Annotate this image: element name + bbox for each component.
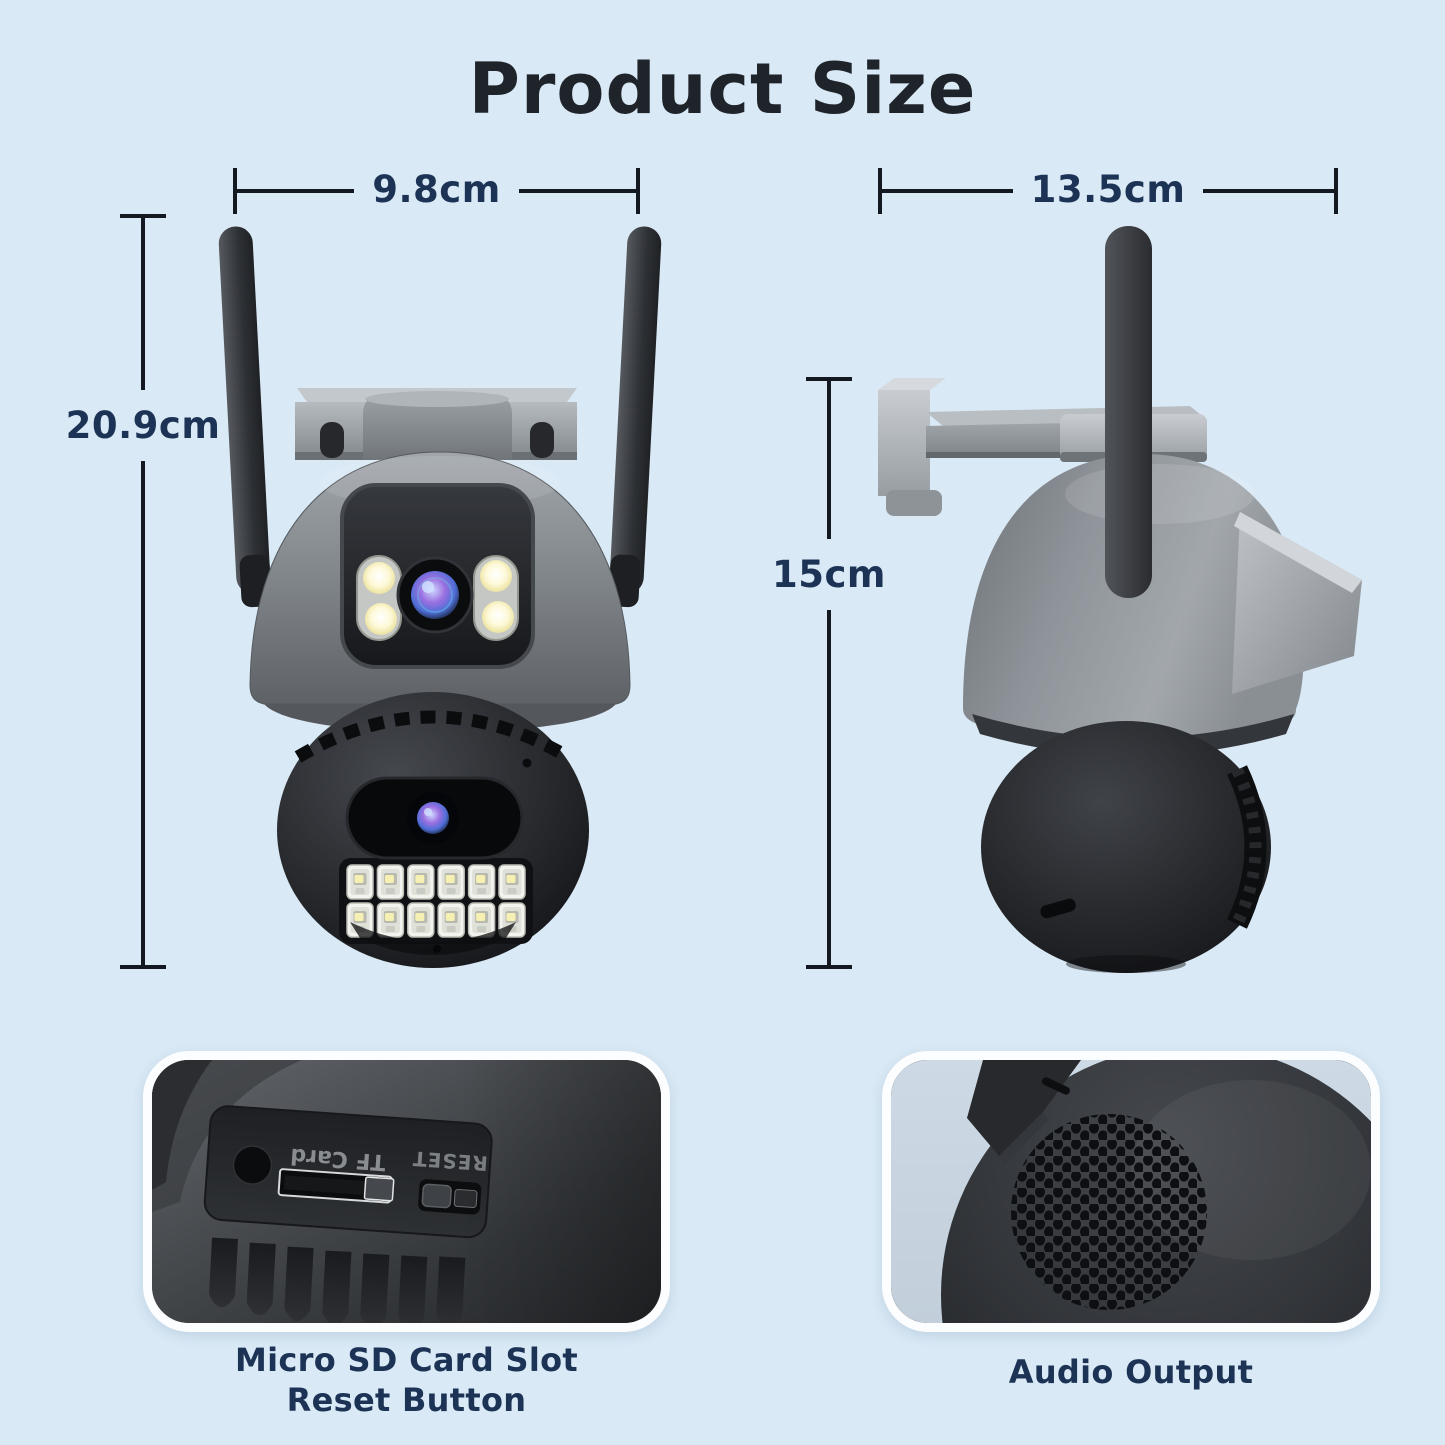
antenna-right: [608, 226, 662, 608]
dimension-line: [882, 189, 1013, 193]
page-title: Product Size: [468, 48, 977, 130]
dimension-label-front-height: 20.9cm: [65, 404, 221, 447]
audio-inset-graphic: [891, 1060, 1371, 1323]
dimension-label-front-width: 9.8cm: [372, 167, 501, 211]
dimension-tick: [806, 965, 852, 969]
ptz-sphere: [277, 692, 589, 968]
dimension-side-height: 15cm: [754, 377, 904, 969]
dimension-label-side-height: 15cm: [772, 553, 886, 596]
sphere-serration: [294, 710, 572, 763]
camera-side-view-illustration: [878, 226, 1362, 973]
lower-lens: [407, 792, 459, 844]
microphone-hole: [433, 945, 441, 953]
dimension-tick: [878, 168, 882, 214]
dimension-line: [141, 461, 145, 965]
sd-card-inset-graphic: TF Card RESET: [152, 1060, 661, 1323]
audio-output-caption-line: Audio Output: [1008, 1353, 1254, 1391]
sd-card-caption: Micro SD Card Slot Reset Button: [143, 1340, 670, 1420]
lens-module-wedge: [1232, 512, 1362, 694]
mount-neck: [363, 391, 512, 460]
antenna-side: [1105, 226, 1152, 598]
side-slot: [1040, 898, 1076, 919]
dimension-tick: [120, 214, 166, 218]
dimension-line: [237, 189, 355, 193]
spotlight-led: [365, 603, 397, 635]
camera-front-view-illustration: [218, 226, 662, 968]
dimension-line: [827, 381, 831, 539]
dimension-tick: [806, 377, 852, 381]
audio-output-caption: Audio Output: [882, 1352, 1380, 1392]
light-sensor: [522, 758, 532, 768]
dimension-line: [827, 610, 831, 965]
dual-lens-face: [340, 483, 535, 669]
audio-output-inset-photo: [882, 1051, 1380, 1332]
antenna-left: [218, 226, 272, 608]
upper-lens: [396, 556, 474, 634]
dimension-line: [1203, 189, 1334, 193]
dimension-tick: [636, 168, 640, 214]
dimension-label-side-width: 13.5cm: [1030, 167, 1186, 211]
sd-card-caption-line1: Micro SD Card Slot: [234, 1341, 579, 1379]
dimension-tick: [120, 965, 166, 969]
dimension-side-width: 13.5cm: [878, 168, 1338, 214]
dimension-line: [518, 189, 636, 193]
ptz-sphere-side: [981, 721, 1271, 973]
dimension-front-height: 20.9cm: [65, 214, 221, 969]
spotlight-led: [482, 601, 514, 633]
spotlight-led: [480, 560, 512, 592]
dimension-front-width: 9.8cm: [233, 168, 640, 214]
dimension-line: [141, 218, 145, 390]
dimension-tick: [233, 168, 237, 214]
spotlight-led: [363, 562, 395, 594]
sd-card-inset-photo: TF Card RESET: [143, 1051, 670, 1332]
sd-card-caption-line2: Reset Button: [286, 1381, 527, 1419]
dimension-tick: [1334, 168, 1338, 214]
speaker-grille: [1011, 1114, 1207, 1310]
